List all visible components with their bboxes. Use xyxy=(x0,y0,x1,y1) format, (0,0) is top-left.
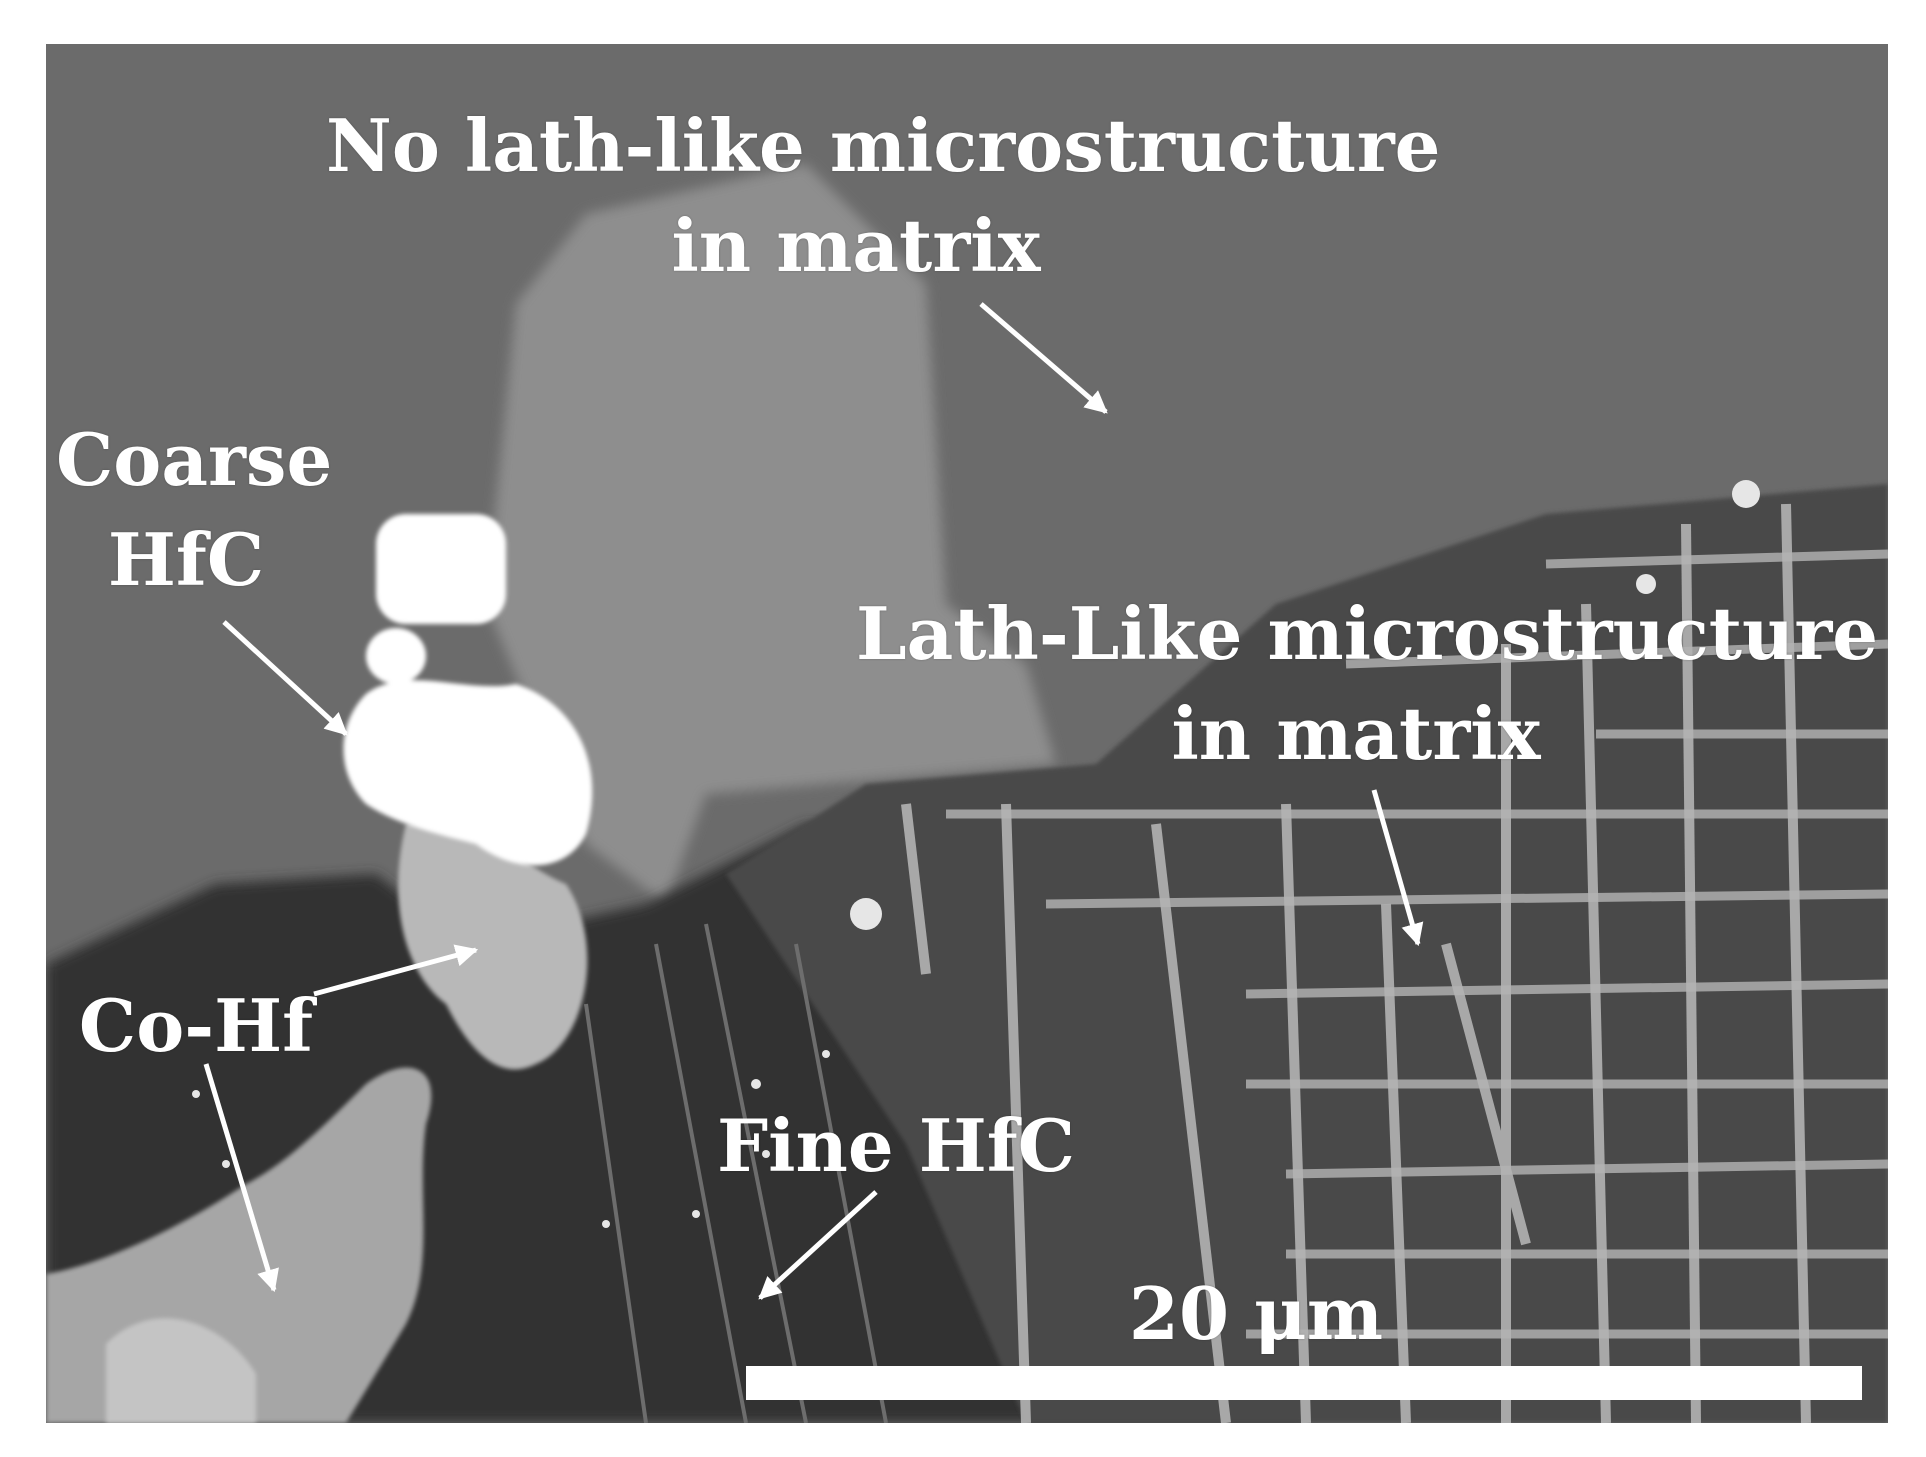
fine-hfc-dots xyxy=(192,480,1760,1228)
label-lath-like-line2: in matrix xyxy=(1171,691,1541,776)
label-lath-like: Lath-Like microstructure in matrix xyxy=(856,584,1879,784)
arrow-fine-hfc xyxy=(758,1190,878,1300)
scale-bar-label: 20 μm xyxy=(1128,1271,1384,1356)
scale-bar xyxy=(746,1366,1862,1400)
label-coarse-hfc: Coarse HfC xyxy=(56,410,333,610)
label-fine-hfc: Fine HfC xyxy=(717,1103,1075,1188)
label-co-hf: Co-Hf xyxy=(78,983,314,1068)
sem-micrograph: No lath-like microstructure in matrix Co… xyxy=(46,44,1888,1423)
arrow-co-hf-upper xyxy=(313,944,479,997)
lath-bands xyxy=(946,549,1888,1339)
co-hf-phase xyxy=(398,819,588,1070)
label-no-lath: No lath-like microstructure in matrix xyxy=(326,96,1441,296)
label-lath-like-line1: Lath-Like microstructure xyxy=(856,591,1879,676)
annotation-arrows xyxy=(203,302,1424,1300)
lath-verticals xyxy=(901,503,1811,1423)
arrow-coarse-hfc xyxy=(222,620,348,736)
label-no-lath-line2: in matrix xyxy=(671,203,1041,288)
arrow-lath-like xyxy=(1371,789,1424,947)
label-coarse-hfc-line2: HfC xyxy=(107,517,265,602)
coarse-hfc-particles xyxy=(343,514,593,866)
label-no-lath-line1: No lath-like microstructure xyxy=(326,103,1441,188)
arrow-no-lath xyxy=(979,302,1108,414)
micrograph-image xyxy=(46,44,1888,1423)
gray-grain xyxy=(486,164,1056,904)
label-coarse-hfc-line1: Coarse xyxy=(56,417,333,502)
fine-laths xyxy=(584,923,888,1423)
arrow-co-hf-lower xyxy=(203,1063,279,1293)
